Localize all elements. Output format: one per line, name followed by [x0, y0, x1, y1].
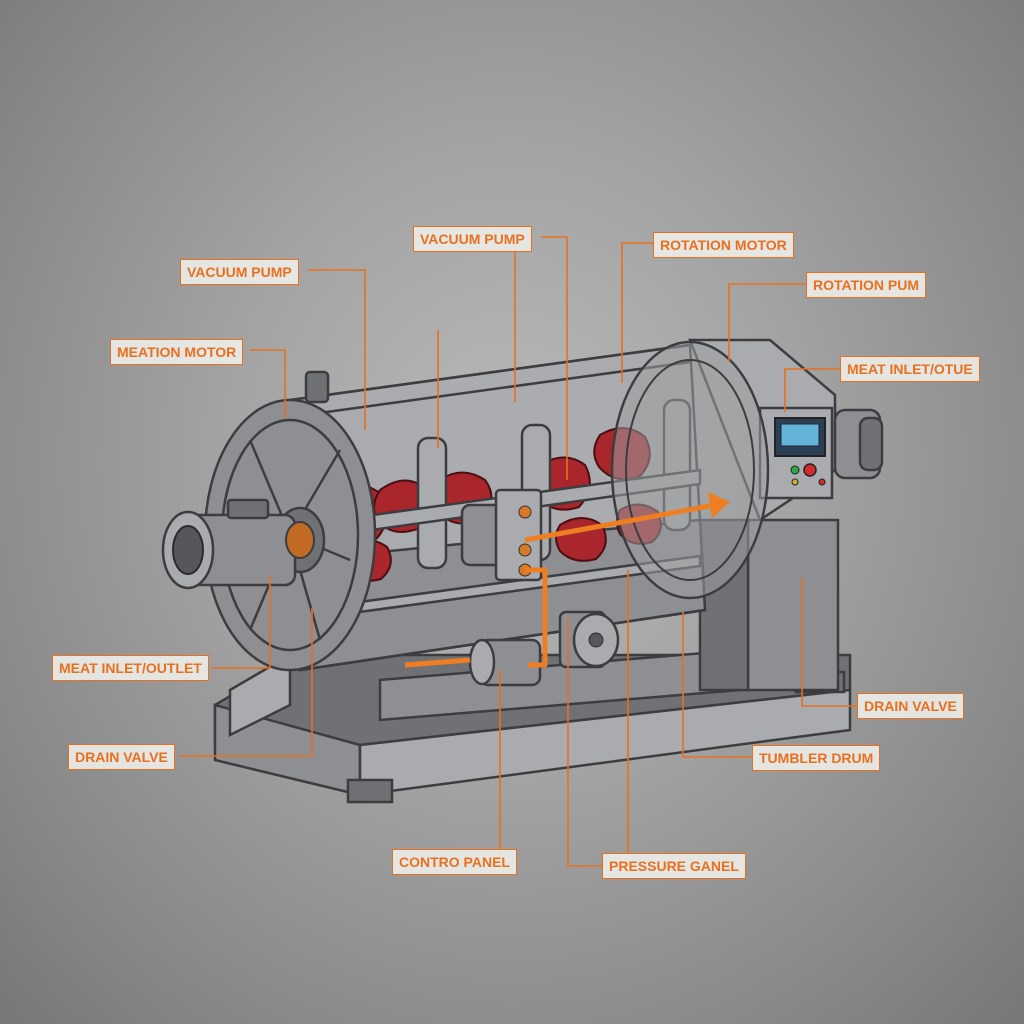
- label-meat-inlet-otue: MEAT INLET/OTUE: [840, 356, 980, 382]
- label-contro-panel: CONTRO PANEL: [392, 849, 517, 875]
- label-drain-valve-left: DRAIN VALVE: [68, 744, 175, 770]
- label-meat-inlet-outlet: MEAT INLET/OUTLET: [52, 655, 209, 681]
- label-meation-motor: MEATION MOTOR: [110, 339, 244, 365]
- leader-lines: [179, 236, 861, 867]
- control-panel-box: [758, 406, 834, 500]
- label-tumbler-drum: TUMBLER DRUM: [752, 745, 881, 771]
- label-pressure-ganel: PRESSURE GANEL: [602, 853, 746, 879]
- lower-vacuum-pump: [468, 610, 620, 687]
- right-drum-end: [610, 340, 770, 600]
- flow-arrow: [404, 492, 730, 668]
- label-vacuum-pump-left: VACUUM PUMP: [180, 259, 299, 285]
- label-drain-valve-right: DRAIN VALVE: [857, 693, 964, 719]
- center-gearbox: [460, 488, 543, 582]
- left-motor: [161, 498, 326, 590]
- label-rotation-motor: ROTATION MOTOR: [653, 232, 794, 258]
- label-rotation-pum: ROTATION PUM: [806, 272, 927, 298]
- label-vacuum-pump-top: VACUUM PUMP: [413, 226, 532, 252]
